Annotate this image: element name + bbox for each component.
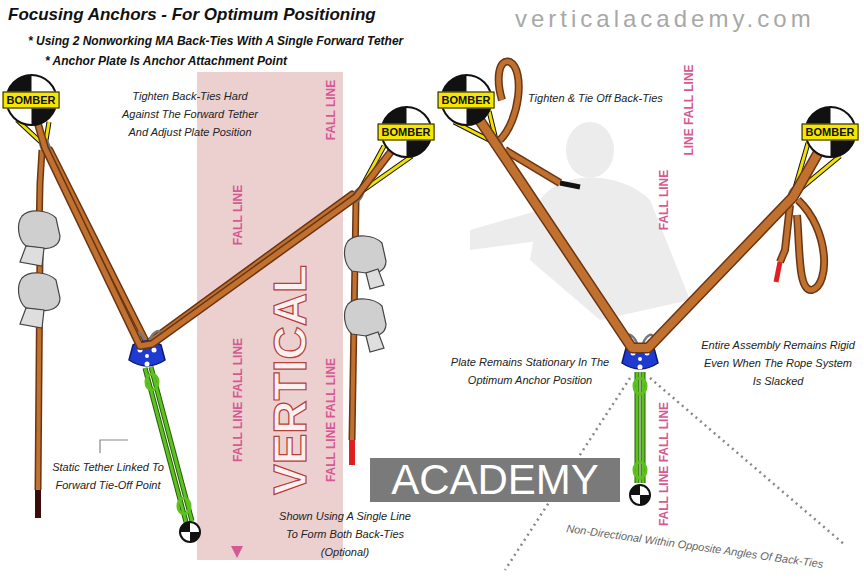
glove — [19, 273, 60, 328]
callout-note: Shown Using A Single Line To Form Both B… — [279, 510, 411, 558]
bolt-brand-label: BOMBER — [438, 92, 495, 109]
glove-hand — [19, 273, 60, 311]
bolt-brand-label: BOMBER — [3, 92, 60, 109]
label-holder: FALL LINE FALL LINE — [321, 358, 339, 482]
tether-outline — [151, 367, 192, 521]
label-holder: FALL LINE FALL LINE — [654, 402, 672, 526]
figure-eight-knot — [634, 378, 646, 394]
callout-note: Tighten & Tie Off Back-Ties — [528, 92, 663, 104]
label-holder: Tighten Back-Ties Hard Against The Forwa… — [115, 86, 265, 140]
callout-note: Static Tether Linked To Forward Tie-Off … — [52, 461, 164, 491]
figure-eight-knot — [146, 374, 158, 390]
forward-anchor — [630, 485, 650, 505]
plate-hole — [145, 354, 149, 358]
bolt-brand-label: BOMBER — [378, 124, 435, 141]
tie-off-loop — [797, 200, 824, 290]
fall-line-marker: FALL LINE — [231, 185, 245, 245]
forward-anchor-quadrant — [640, 495, 650, 505]
fall-line-marker: FALL LINE — [324, 80, 338, 140]
watermark-url: verticalacademy.com — [515, 5, 815, 32]
tie-off-loop — [499, 62, 519, 140]
ghost-climber-head — [566, 122, 614, 178]
rope-outline — [480, 121, 818, 348]
callout-note: Tighten Back-Ties Hard Against The Forwa… — [122, 90, 258, 138]
glove-hand — [19, 211, 60, 249]
forward-anchor — [180, 522, 200, 542]
fall-line-marker: FALL LINE FALL LINE — [324, 358, 338, 482]
label-holder: FALL LINE FALL LINE — [228, 338, 246, 462]
glove-hand — [345, 299, 386, 337]
watermark-panel — [197, 72, 343, 560]
callout-note: Plate Remains Stationary In The Optimum … — [451, 356, 609, 386]
fall-line-marker: FALL LINE FALL LINE — [657, 402, 671, 526]
watermark-word: VERTICAL — [264, 265, 316, 495]
glove — [19, 211, 60, 266]
bullet-note: * Anchor Plate Is Anchor Attachment Poin… — [45, 54, 287, 68]
fall-line-marker: FALL LINE FALL LINE — [231, 338, 245, 462]
back-tie-rope — [38, 124, 391, 346]
glove-cuff — [20, 308, 44, 328]
label-holder: Static Tether Linked To Forward Tie-Off … — [50, 457, 166, 493]
glove-cuff — [366, 269, 384, 289]
label-holder: FALL LINE — [321, 80, 339, 140]
rope-end — [349, 440, 355, 465]
callout-note: Entire Assembly Remains Rigid Even When … — [701, 339, 855, 387]
anchor-bolt: BOMBER — [376, 106, 437, 158]
anchor-bolt: BOMBER — [800, 106, 861, 158]
label-holder: FALL LINE — [228, 185, 246, 245]
tie-off-loop-outline — [499, 62, 519, 140]
tether — [151, 367, 192, 521]
plate-hole — [152, 348, 157, 353]
figure-eight-knot — [178, 498, 190, 514]
glove — [345, 299, 386, 352]
rope-end — [35, 490, 41, 518]
anchor-bolt: BOMBER — [436, 74, 497, 126]
bullet-note: * Using 2 Nonworking MA Back-Ties With A… — [28, 34, 403, 48]
tie-off-loop-outline — [797, 200, 824, 290]
fall-line-arrow — [231, 546, 243, 558]
glove-cuff — [20, 246, 44, 266]
rope-strand-outline — [50, 150, 146, 341]
rope-outline — [38, 124, 391, 346]
rope-end — [560, 183, 580, 187]
label-holder: LINE FALL LINE — [679, 64, 697, 155]
forward-anchor-quadrant — [630, 485, 640, 495]
label-holder: Tighten & Tie Off Back-Ties — [528, 88, 663, 106]
label-holder: verticalacademy.com — [515, 5, 815, 33]
angle-limit-line — [650, 378, 845, 545]
ghost-climber-arm — [470, 210, 545, 250]
label-holder: Shown Using A Single Line To Form Both B… — [273, 506, 418, 560]
glove — [345, 236, 386, 289]
figure-eight-knot — [634, 462, 646, 478]
label-holder: Non-Directional Within Opposite Angles O… — [565, 518, 824, 572]
glove-cuff — [366, 332, 384, 352]
forward-anchor-quadrant — [180, 522, 190, 532]
leader-line — [100, 440, 128, 453]
angle-note: Non-Directional Within Opposite Angles O… — [566, 522, 824, 570]
label-holder: * Anchor Plate Is Anchor Attachment Poin… — [45, 51, 287, 69]
label-holder: ACADEMY — [370, 458, 620, 502]
fall-line-marker: LINE FALL LINE — [682, 64, 696, 155]
label-holder: FALL LINE — [654, 170, 672, 230]
back-tie-rope — [480, 121, 818, 348]
bolt-brand-label: BOMBER — [802, 124, 859, 141]
forward-anchor-quadrant — [190, 532, 200, 542]
label-holder: VERTICAL — [267, 265, 313, 495]
rope-end — [776, 262, 780, 282]
glove-hand — [345, 236, 386, 274]
rope-strand — [50, 150, 146, 341]
label-holder: Entire Assembly Remains Rigid Even When … — [699, 335, 857, 389]
label-holder: * Using 2 Nonworking MA Back-Ties With A… — [28, 31, 403, 49]
title-block: Focusing Anchors - For Optimum Positioni… — [8, 5, 376, 25]
watermark-word: ACADEMY — [391, 458, 599, 502]
fall-line-marker: FALL LINE — [657, 170, 671, 230]
anchor-bolt: BOMBER — [1, 74, 62, 126]
diagram-title: Focusing Anchors - For Optimum Positioni… — [8, 5, 376, 24]
plate-hole — [145, 362, 150, 367]
plate-hole — [638, 357, 642, 361]
label-holder: Plate Remains Stationary In The Optimum … — [448, 352, 613, 388]
plate-hole — [638, 365, 643, 370]
